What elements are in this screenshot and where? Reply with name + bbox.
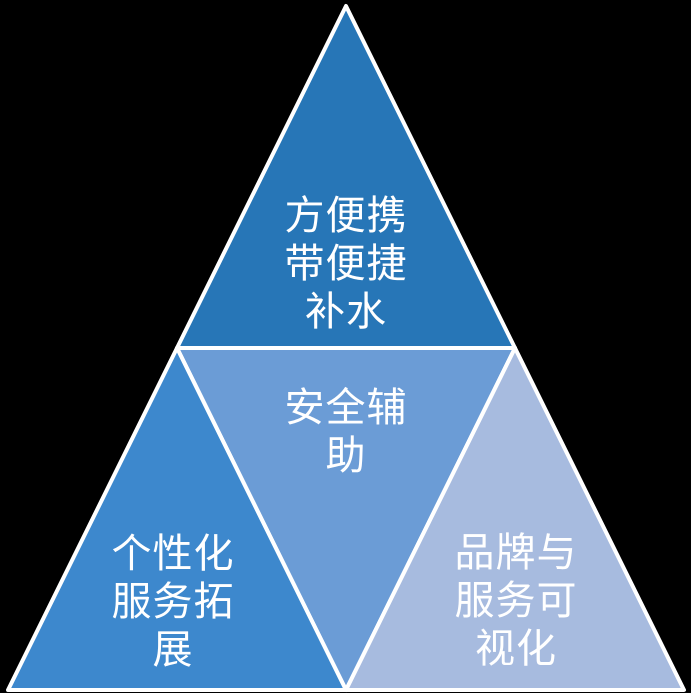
segment-label-line: 带便捷 <box>284 242 408 286</box>
segment-label-bottom-left: 个性化 服务拓 展 <box>73 530 273 674</box>
segment-label-line: 助 <box>325 434 367 478</box>
segment-label-line: 个性化 <box>111 532 235 576</box>
segment-label-line: 补水 <box>305 290 387 334</box>
pyramid-segment-bottom-left <box>6 346 348 692</box>
segment-label-middle: 安全辅 助 <box>246 384 446 480</box>
segment-label-line: 服务拓 <box>111 580 235 624</box>
segment-label-line: 方便携 <box>284 194 408 238</box>
segment-label-line: 安全辅 <box>284 386 408 430</box>
segment-label-line: 品牌与 <box>454 531 578 575</box>
segment-label-top: 方便携 带便捷 补水 <box>246 192 446 336</box>
segment-label-bottom-right: 品牌与 服务可 视化 <box>416 529 616 673</box>
pyramid-segment-bottom-right <box>344 346 686 692</box>
segment-label-line: 视化 <box>475 627 557 671</box>
segment-label-line: 展 <box>152 628 194 672</box>
segment-label-line: 服务可 <box>454 579 578 623</box>
